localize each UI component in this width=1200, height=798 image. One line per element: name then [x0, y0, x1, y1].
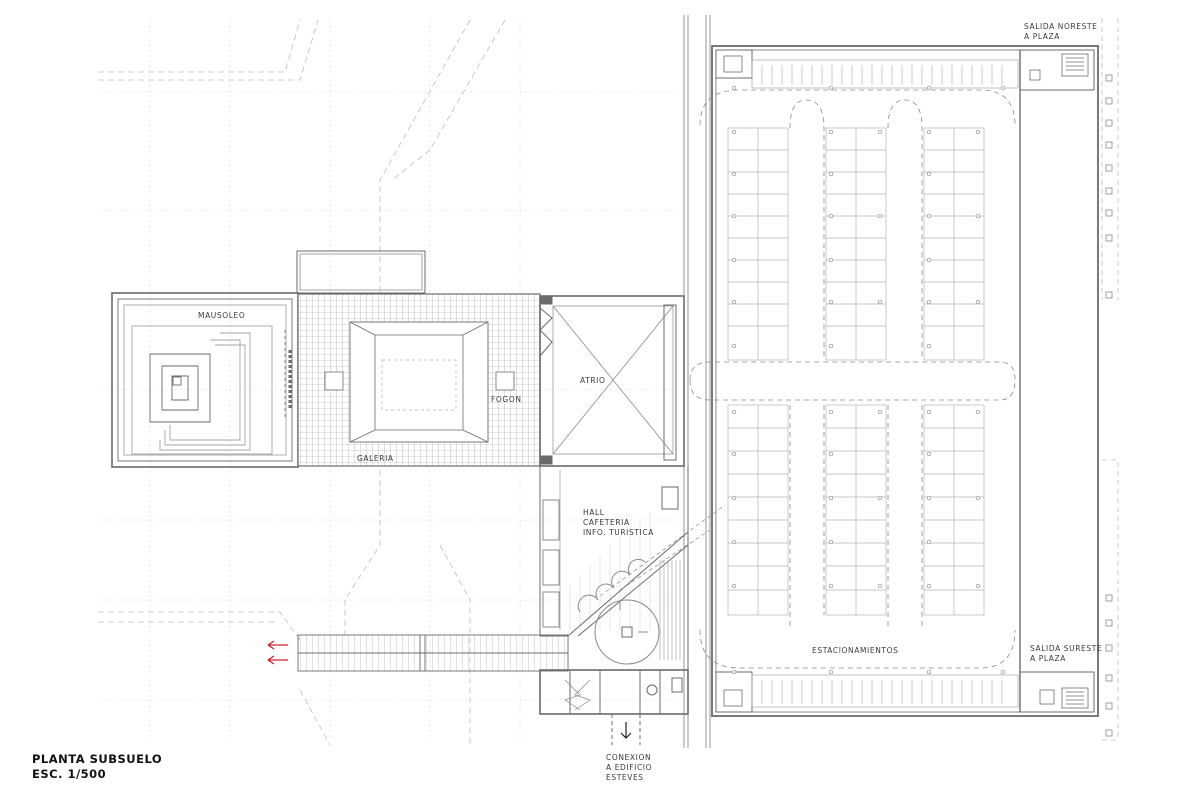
parking-columns [731, 85, 1006, 675]
salida-noreste-label: SALIDA NORESTE [1024, 22, 1098, 31]
plan-scale: ESC. 1/500 [32, 767, 107, 781]
galeria-label: GALERIA [357, 454, 394, 463]
north-block [296, 250, 426, 294]
hall-label: HALL [583, 508, 605, 517]
parking-circulation [689, 89, 1016, 669]
atrio-label: ATRIO [580, 376, 606, 385]
west-ramp [297, 634, 569, 672]
estacionamientos-label: ESTACIONAMIENTOS [812, 646, 899, 655]
east-boundary [1101, 18, 1119, 741]
parking-stalls [727, 65, 1003, 704]
site-boundary-lines [98, 19, 506, 746]
connection-dashed [599, 504, 726, 597]
fogon-label: FOGON [491, 395, 522, 404]
cafeteria-label: CAFETERIA [583, 518, 630, 527]
conexion-sub1: A EDIFICIO [606, 763, 653, 772]
conexion-label: CONEXION [606, 753, 652, 762]
atrio-block [539, 295, 685, 467]
stair-cores [723, 53, 1089, 709]
plan-title-name: PLANTA SUBSUELO [32, 752, 163, 766]
salida-sureste-sub: A PLAZA [1030, 654, 1066, 663]
galeria-block [288, 293, 541, 467]
mausoleo-label: MAUSOLEO [198, 311, 246, 320]
south-block [539, 669, 689, 745]
entry-arrows [267, 640, 288, 665]
salida-sureste-label: SALIDA SURESTE [1030, 644, 1103, 653]
east-markers [1105, 74, 1113, 737]
plan-title: PLANTA SUBSUELO ESC. 1/500 [32, 752, 162, 782]
salida-noreste-sub: A PLAZA [1024, 32, 1060, 41]
connection-arrow [620, 722, 632, 739]
info-turistica-label: INFO. TURISTICA [583, 528, 654, 537]
parking-structure [711, 45, 1099, 717]
conexion-sub2: ESTEVES [606, 773, 644, 782]
